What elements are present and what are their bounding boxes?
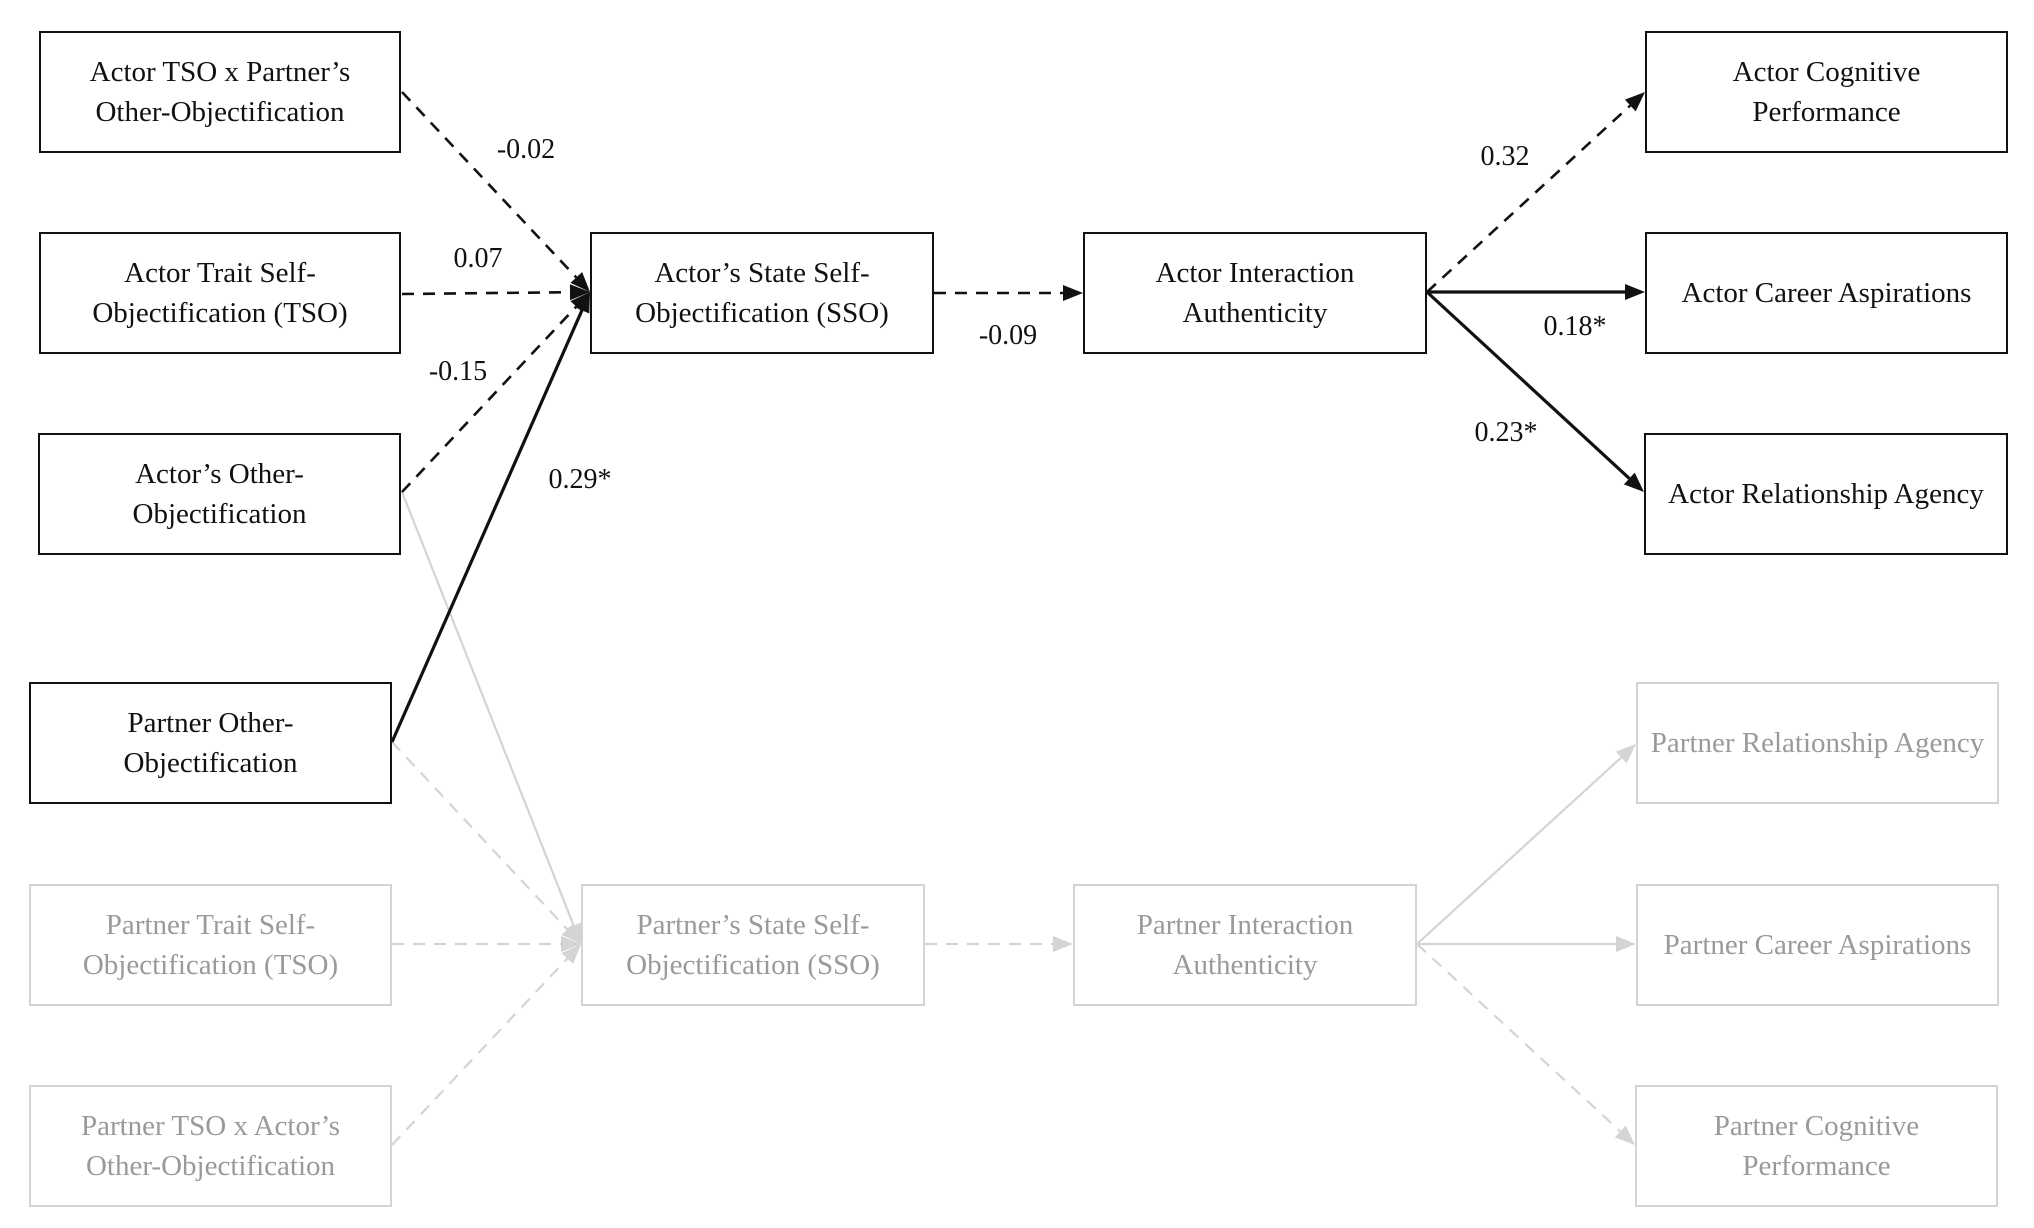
node-actor-trait-self-objectification: Actor Trait Self-Objectification (TSO)	[39, 232, 401, 354]
path-coefficient-label: -0.02	[497, 134, 555, 165]
node-partner-tso-x-actor-other-objectification: Partner TSO x Actor’s Other-Objectificat…	[29, 1085, 392, 1207]
path-line-actor_trait_tso-to-actor_sso	[401, 290, 571, 296]
arrowhead-actor_tso_x_partner-to-actor_sso	[570, 271, 590, 292]
node-actor-tso-x-partner-other-objectification: Actor TSO x Partner’s Other-Objectificat…	[39, 31, 401, 153]
arrowhead-actor_auth-to-actor_rel	[1623, 472, 1644, 492]
path-line-partner_auth-to-partner_cog	[1416, 943, 1622, 1133]
path-line-actor_other_obj-to-partner_sso	[400, 491, 575, 926]
path-coefficient-label: -0.15	[429, 356, 487, 387]
path-line-actor_auth-to-actor_rel	[1425, 290, 1631, 480]
arrowhead-partner_other_obj-to-actor_sso	[574, 292, 590, 314]
arrowhead-partner_tso_x_actor-to-partner_sso	[561, 944, 581, 965]
arrowhead-actor_trait_tso-to-actor_sso	[569, 284, 590, 301]
node-partner-other-objectification: Partner Other-Objectification	[29, 682, 392, 804]
arrowhead-partner_sso-to-partner_auth	[1053, 936, 1073, 952]
node-partner-cognitive-performance: Partner Cognitive Performance	[1635, 1085, 1998, 1207]
node-actor-state-self-objectification: Actor’s State Self-Objectification (SSO)	[590, 232, 934, 354]
node-partner-relationship-agency: Partner Relationship Agency	[1636, 682, 1999, 804]
path-coefficient-label: 0.29*	[549, 464, 612, 495]
path-line-actor_tso_x_partner-to-actor_sso	[401, 91, 578, 279]
arrowhead-partner_auth-to-partner_rel	[1615, 744, 1636, 764]
path-line-partner_other_obj-to-actor_sso	[390, 309, 584, 743]
path-coefficient-label: 0.18*	[1544, 311, 1607, 342]
arrowhead-partner_auth-to-partner_cog	[1614, 1125, 1635, 1145]
arrowhead-actor_auth-to-actor_cog	[1624, 92, 1645, 112]
node-actor-cognitive-performance: Actor Cognitive Performance	[1645, 31, 2008, 153]
node-actor-relationship-agency: Actor Relationship Agency	[1644, 433, 2008, 555]
node-partner-interaction-authenticity: Partner Interaction Authenticity	[1073, 884, 1417, 1006]
node-partner-career-aspirations: Partner Career Aspirations	[1636, 884, 1999, 1006]
path-coefficient-label: -0.09	[979, 320, 1037, 351]
node-partner-state-self-objectification: Partner’s State Self-Objectification (SS…	[581, 884, 925, 1006]
path-coefficient-label: 0.23*	[1475, 417, 1538, 448]
arrowhead-partner_other_obj-to-partner_sso	[561, 923, 581, 944]
arrowhead-actor_auth-to-actor_career	[1625, 284, 1645, 300]
path-line-actor_auth-to-actor_cog	[1426, 104, 1632, 293]
node-actor-interaction-authenticity: Actor Interaction Authenticity	[1083, 232, 1427, 354]
path-line-partner_auth-to-partner_rel	[1416, 756, 1622, 945]
path-line-partner_other_obj-to-partner_sso	[391, 741, 569, 931]
node-actor-career-aspirations: Actor Career Aspirations	[1645, 232, 2008, 354]
arrowhead-partner_trait_tso-to-partner_sso	[561, 936, 581, 952]
path-line-actor_other_obj-to-actor_sso	[401, 305, 578, 493]
path-line-partner_tso_x_actor-to-partner_sso	[391, 957, 569, 1146]
node-partner-trait-self-objectification: Partner Trait Self-Objectification (TSO)	[29, 884, 392, 1006]
arrowhead-partner_auth-to-partner_career	[1616, 936, 1636, 952]
path-coefficient-label: 0.32	[1481, 141, 1530, 172]
path-coefficient-label: 0.07	[454, 243, 503, 274]
node-actor-other-objectification: Actor’s Other-Objectification	[38, 433, 401, 555]
arrowhead-actor_sso-to-actor_auth	[1063, 285, 1083, 301]
